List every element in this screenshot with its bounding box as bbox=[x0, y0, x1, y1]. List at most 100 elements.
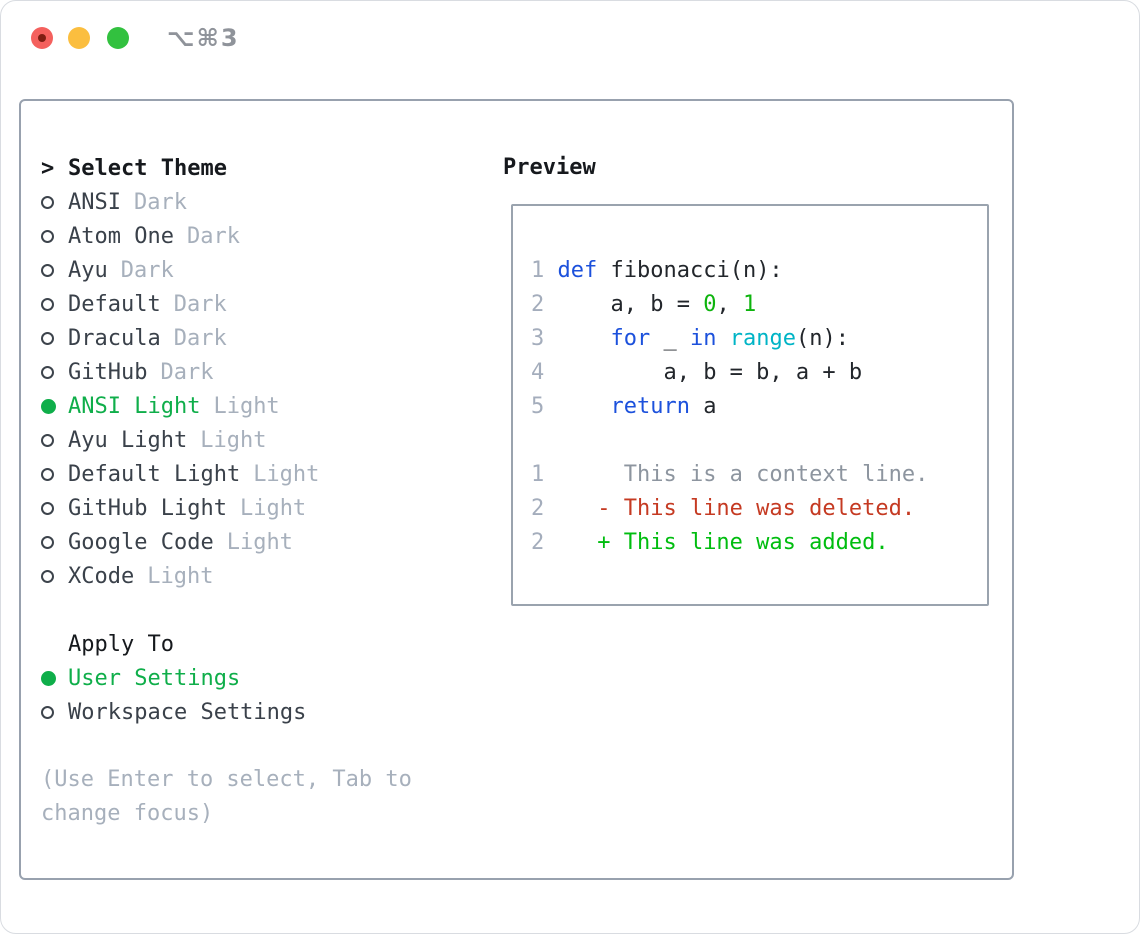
radio-icon[interactable] bbox=[41, 535, 68, 549]
code-token: , bbox=[716, 292, 743, 317]
radio-circle bbox=[41, 195, 54, 209]
theme-name: Atom One bbox=[68, 223, 174, 249]
spacer bbox=[41, 729, 412, 763]
radio-icon[interactable] bbox=[41, 705, 68, 719]
radio-circle bbox=[41, 229, 54, 243]
theme-name: GitHub Light bbox=[68, 495, 227, 521]
title-bar: ⌥⌘3 bbox=[1, 1, 1139, 75]
code-token: in bbox=[689, 326, 717, 351]
code-token: a, b = bbox=[544, 292, 704, 317]
radio-circle bbox=[41, 331, 54, 345]
selected-radio-icon[interactable] bbox=[41, 398, 68, 414]
radio-icon[interactable] bbox=[41, 433, 68, 447]
apply-to-title: Apply To bbox=[68, 631, 174, 657]
theme-name: Default bbox=[68, 291, 161, 317]
radio-circle bbox=[41, 670, 56, 686]
code-token: This is a context line. bbox=[544, 462, 929, 487]
code-line: 3 for _ in range(n): bbox=[531, 322, 928, 356]
code-line: 2 a, b = 0, 1 bbox=[531, 288, 928, 322]
code-token: 1 bbox=[742, 292, 757, 317]
theme-variant: Light bbox=[213, 393, 280, 419]
theme-name: Ayu bbox=[68, 257, 108, 283]
code-token bbox=[716, 326, 729, 351]
theme-name: ANSI Light bbox=[68, 393, 201, 419]
apply-option-label: User Settings bbox=[68, 665, 241, 691]
code-token: 0 bbox=[703, 292, 717, 317]
radio-icon[interactable] bbox=[41, 331, 68, 345]
radio-circle bbox=[41, 501, 54, 515]
apply-to-header: Apply To bbox=[41, 627, 412, 661]
code-token: - This line was deleted. bbox=[544, 496, 916, 521]
radio-circle bbox=[41, 297, 54, 311]
line-number: 5 bbox=[531, 394, 545, 419]
theme-variant: Light bbox=[147, 563, 214, 589]
code-line: 1 def fibonacci(n): bbox=[531, 254, 928, 288]
theme-name: Dracula bbox=[68, 325, 161, 351]
code-line: 2 + This line was added. bbox=[531, 526, 928, 560]
radio-circle bbox=[41, 263, 54, 277]
radio-circle bbox=[41, 365, 54, 379]
code-token: return bbox=[610, 394, 690, 419]
theme-option[interactable]: ANSI Light Light bbox=[41, 389, 412, 423]
theme-variant: Light bbox=[253, 461, 320, 487]
radio-circle bbox=[41, 535, 54, 549]
theme-variant: Dark bbox=[173, 291, 227, 317]
radio-circle bbox=[41, 398, 56, 414]
radio-icon[interactable] bbox=[41, 297, 68, 311]
zoom-button[interactable] bbox=[107, 27, 129, 49]
radio-circle bbox=[41, 569, 54, 583]
select-theme-title: Select Theme bbox=[68, 155, 227, 181]
code-token: a, b = b, a + b bbox=[544, 360, 863, 385]
preview-title: Preview bbox=[503, 155, 596, 180]
line-number: 2 bbox=[531, 530, 545, 555]
minimize-button[interactable] bbox=[68, 27, 90, 49]
code-token: fibonacci(n): bbox=[597, 258, 783, 283]
close-button[interactable] bbox=[31, 27, 53, 49]
theme-option[interactable]: XCode Light bbox=[41, 559, 412, 593]
radio-icon[interactable] bbox=[41, 365, 68, 379]
help-text-line-2: change focus) bbox=[41, 801, 214, 826]
theme-option[interactable]: GitHub Light Light bbox=[41, 491, 412, 525]
radio-circle bbox=[41, 467, 54, 481]
apply-option[interactable]: Workspace Settings bbox=[41, 695, 412, 729]
radio-icon[interactable] bbox=[41, 569, 68, 583]
theme-name: Ayu Light bbox=[68, 427, 188, 453]
select-theme-header: > Select Theme bbox=[41, 151, 412, 185]
theme-name: XCode bbox=[68, 563, 135, 589]
code-token: for bbox=[610, 326, 651, 351]
theme-option[interactable]: Default Dark bbox=[41, 287, 412, 321]
code-token bbox=[544, 394, 610, 419]
radio-icon[interactable] bbox=[41, 467, 68, 481]
radio-circle bbox=[41, 705, 54, 719]
theme-name: GitHub bbox=[68, 359, 148, 385]
radio-icon[interactable] bbox=[41, 501, 68, 515]
line-number: 2 bbox=[531, 496, 545, 521]
theme-variant: Light bbox=[239, 495, 307, 521]
apply-option[interactable]: User Settings bbox=[41, 661, 412, 695]
radio-circle bbox=[41, 433, 54, 447]
code-token bbox=[544, 326, 610, 351]
radio-icon[interactable] bbox=[41, 229, 68, 243]
radio-icon[interactable] bbox=[41, 263, 68, 277]
radio-icon[interactable] bbox=[41, 195, 68, 209]
selected-radio-icon[interactable] bbox=[41, 670, 68, 686]
code-token bbox=[544, 258, 557, 283]
window-shortcut-label: ⌥⌘3 bbox=[167, 24, 240, 52]
line-number: 3 bbox=[531, 326, 545, 351]
code-line: 1 This is a context line. bbox=[531, 458, 928, 492]
focus-cursor-icon: > bbox=[41, 155, 55, 181]
close-modified-dot bbox=[38, 34, 46, 42]
code-token: + This line was added. bbox=[544, 530, 889, 555]
